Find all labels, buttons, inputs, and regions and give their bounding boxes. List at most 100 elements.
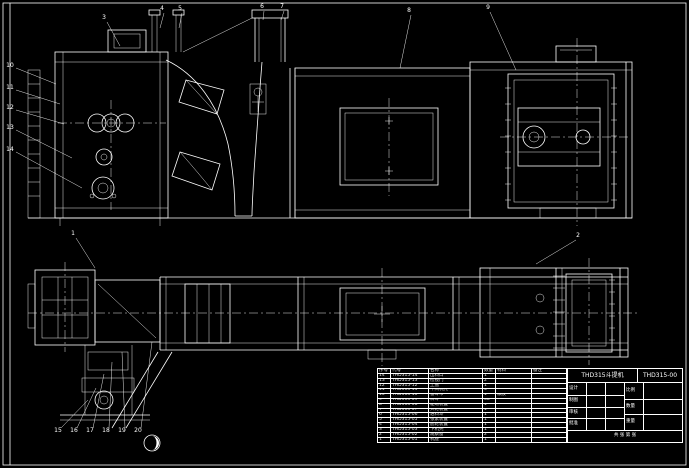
title-block: THD315斗提机 THD315-00 设计 制图 审核 批准: [567, 368, 683, 443]
bom-cell: [495, 403, 531, 408]
bom-cell: [531, 428, 566, 433]
info-grid: 比例 数量 重量: [625, 383, 682, 430]
bom-cell: [531, 398, 566, 403]
bom-cell: THD315-01: [390, 438, 428, 443]
weight-value: [643, 415, 682, 430]
sheet-info: 共 张 第 张: [613, 433, 637, 439]
bom-cell: 4: [482, 388, 495, 393]
bom-cell: 2: [379, 433, 382, 437]
callout-number: 19: [118, 427, 126, 434]
callout-number: 11: [6, 84, 14, 91]
bom-cell: 1: [482, 393, 495, 398]
bom-cell: [531, 438, 566, 443]
info-row-weight: 重量: [625, 414, 682, 430]
head-chute-elevation: [148, 9, 296, 218]
bom-cell: [495, 423, 531, 428]
bom-cell: THD315-05: [390, 418, 428, 423]
bom-cell: 5: [379, 418, 382, 423]
bom-cell: [495, 373, 531, 378]
callout-number: 20: [134, 427, 142, 434]
approve-date-cell: [605, 419, 624, 430]
bom-cell: THD315-02: [390, 433, 428, 438]
sign-row-approve: 批准: [568, 418, 624, 430]
bom-cell: [531, 423, 566, 428]
draft-name-cell: [586, 395, 605, 407]
design-date-cell: [605, 383, 624, 395]
bom-cell: [531, 383, 566, 388]
left-ladder-frame: [27, 69, 41, 219]
callout-number: 9: [486, 4, 490, 11]
callout-number: 14: [6, 146, 14, 153]
callout-number: 17: [86, 427, 94, 434]
qty-label: 数量: [626, 403, 635, 409]
bom-cell: 1: [482, 373, 495, 378]
bom-cell: THD315-12: [390, 383, 428, 388]
bom-cell: 上盖: [428, 383, 482, 388]
callout-number: 2: [576, 232, 580, 239]
bom-cell: 下机壳: [428, 428, 482, 433]
bom-cell: [495, 438, 531, 443]
design-label: 设计: [569, 385, 578, 391]
check-label: 审核: [569, 409, 578, 415]
sign-row-design: 设计: [568, 383, 624, 395]
bom-cell: 1: [482, 408, 495, 413]
bom-cell: [531, 388, 566, 393]
bom-cell: 张紧装置: [428, 418, 482, 423]
bom-header-row: 序号代号名称数量材料备注: [378, 369, 566, 373]
bom-cell: 1: [482, 438, 495, 443]
callout-number: 5: [178, 5, 182, 12]
bom-cell: 4: [379, 423, 382, 428]
bom-cell: 备注: [531, 369, 566, 373]
bom-cell: [531, 418, 566, 423]
drive-head-elevation: [469, 38, 633, 226]
bom-cell: 底轮装置: [428, 423, 482, 428]
bom-cell: THD315-08: [390, 403, 428, 408]
bom-cell: [495, 408, 531, 413]
info-row-scale: 比例: [625, 383, 682, 399]
bom-cell: 数量: [482, 369, 493, 373]
sign-row-check: 审核: [568, 406, 624, 419]
bom-cell: [531, 408, 566, 413]
bom-cell: [495, 428, 531, 433]
boot-plan: [27, 262, 173, 429]
bom-cell: 11: [379, 388, 385, 393]
bom-cell: 14: [379, 373, 385, 378]
bom-cell: 3: [379, 428, 382, 432]
approve-label: 批准: [569, 421, 578, 427]
middle-casing-elevation: [294, 67, 471, 219]
bom-cell: [531, 393, 566, 398]
callout-number: 15: [54, 427, 62, 434]
bom-cell: THD315-07: [390, 408, 428, 413]
sign-row-draft: 制图: [568, 394, 624, 407]
bom-cell: [495, 388, 531, 393]
bom-cell: 12: [379, 383, 385, 388]
bottom-view: [27, 258, 640, 429]
bom-cell: 代号: [390, 369, 428, 373]
callout-number: 18: [102, 427, 110, 434]
bom-cell: 7: [379, 408, 382, 413]
bom-cell: 检视门: [428, 378, 482, 383]
bom-cell: THD315-11: [390, 388, 428, 393]
bom-cell: 1: [482, 383, 495, 388]
info-row-qty: 数量: [625, 398, 682, 415]
bom-cell: [495, 413, 531, 418]
check-name-cell: [586, 407, 605, 419]
callout-number: 10: [6, 62, 14, 69]
bom-cell: 畚斗带: [428, 393, 482, 398]
bom-cell: THD315-03: [390, 428, 428, 433]
bom-cell: 材料: [495, 369, 531, 373]
bom-cell: THD315-09: [390, 398, 428, 403]
callout-number: 3: [102, 14, 106, 21]
scale-label: 比例: [626, 387, 635, 393]
